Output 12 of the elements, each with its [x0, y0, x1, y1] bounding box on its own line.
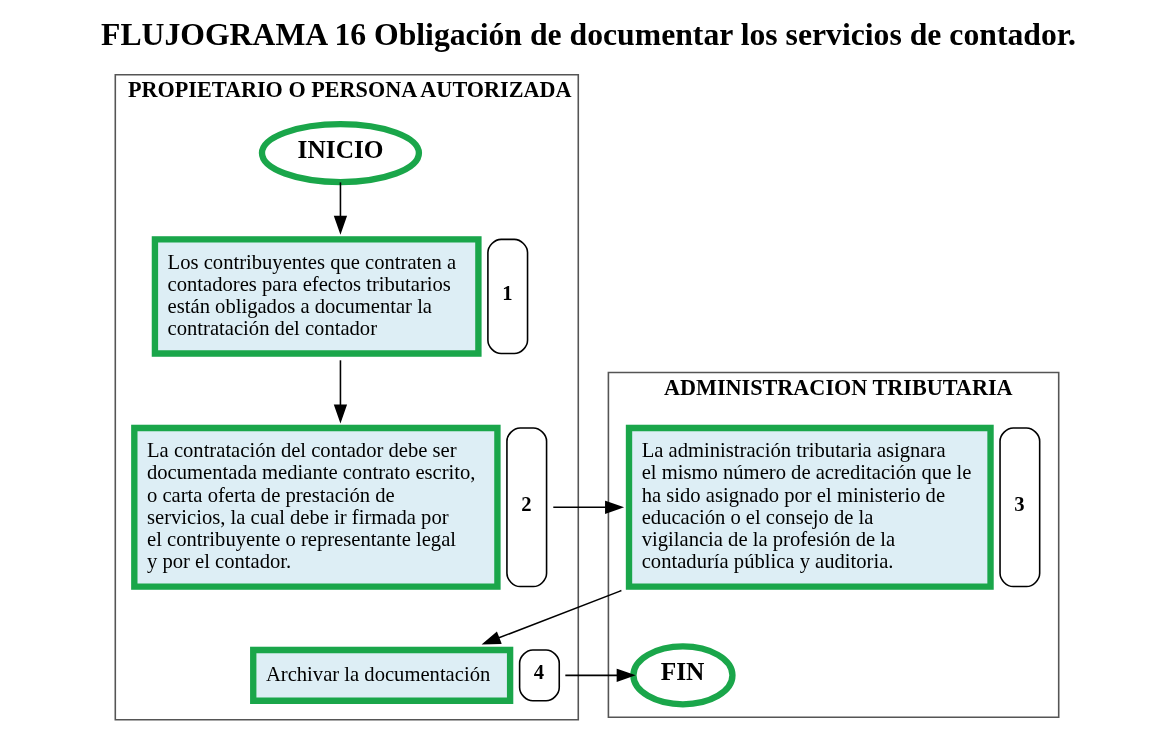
- arrow: [481, 589, 623, 645]
- arrow: [333, 359, 348, 424]
- node-ellipse: INICIO: [258, 121, 423, 186]
- diagram-title: FLUJOGRAMA 16 Obligación de documentar los servicios de contador.: [101, 16, 1076, 52]
- arrow: [333, 181, 348, 235]
- arrow: [552, 500, 625, 514]
- node-ellipse: FIN: [630, 643, 736, 708]
- node-label: 3: [1014, 493, 1025, 516]
- node-label: 1: [502, 282, 513, 305]
- arrow: [564, 668, 636, 683]
- node-label: 4: [533, 661, 545, 684]
- node-label: 2: [521, 493, 532, 516]
